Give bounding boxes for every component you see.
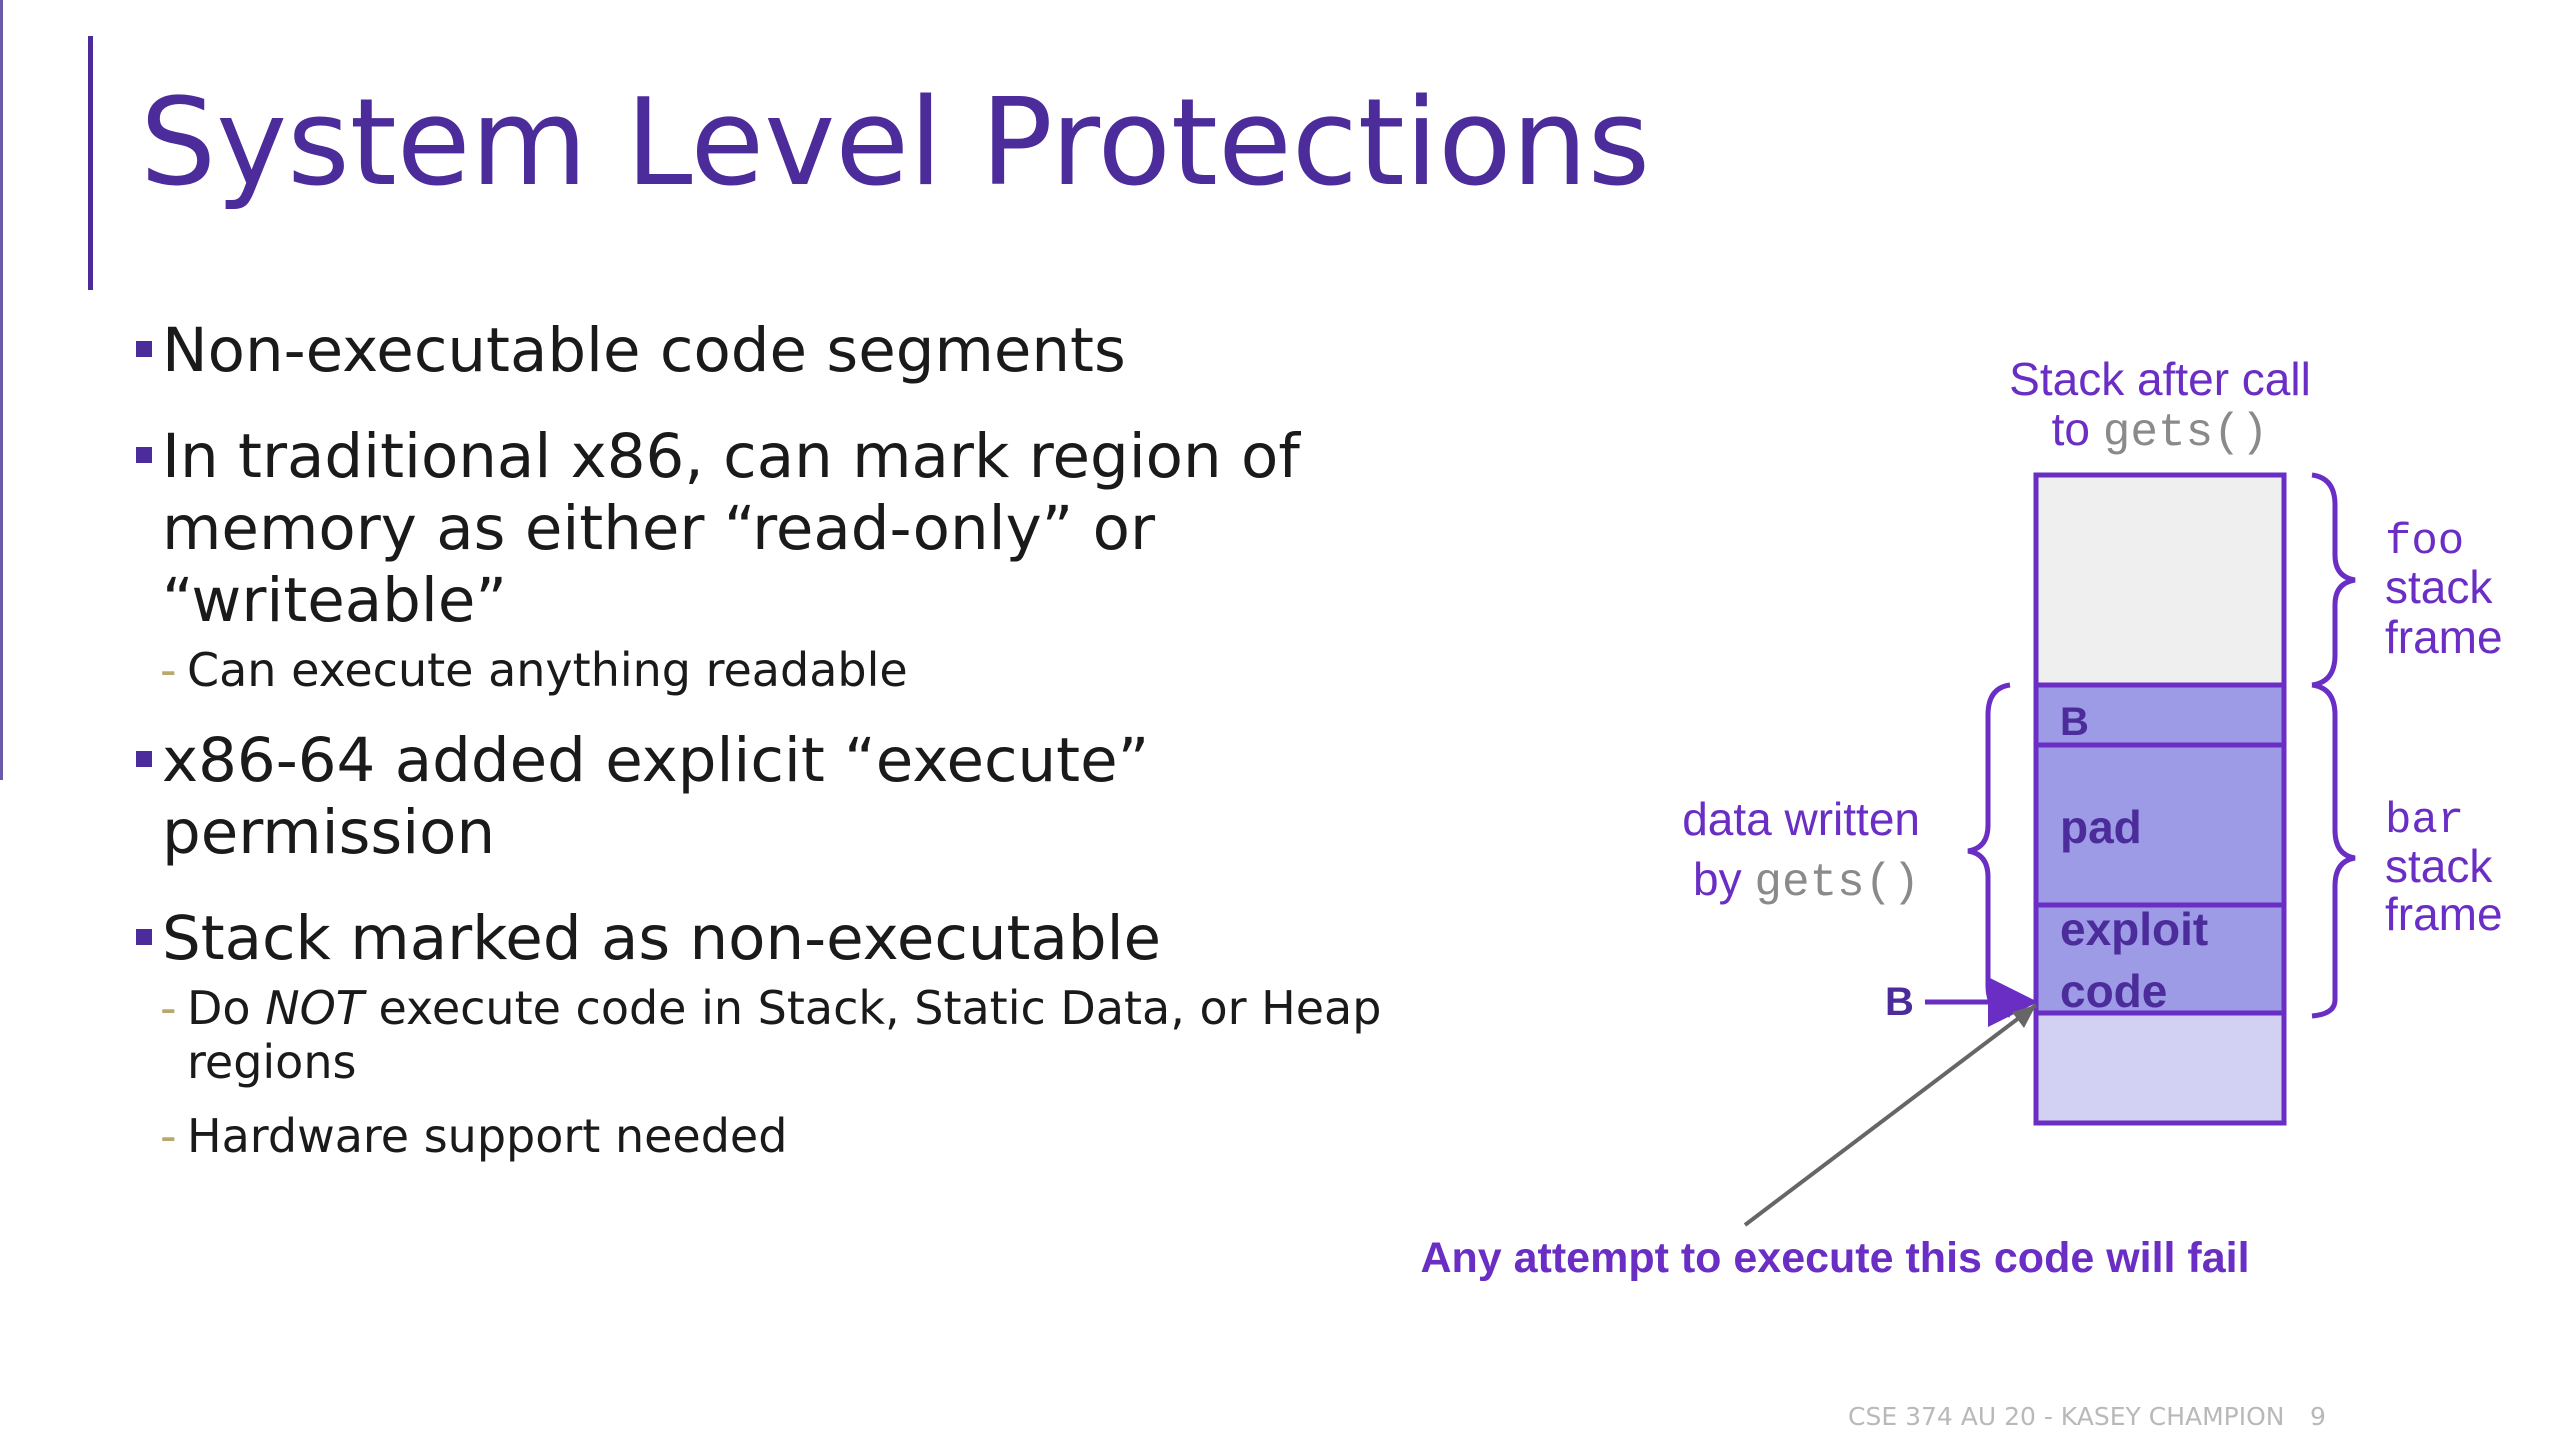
sub-bullet-4-1: - Do NOT execute code in Stack, Static D… [160, 981, 1382, 1089]
label-bar-stack: stack [2385, 840, 2493, 892]
dash-icon: - [160, 1109, 177, 1163]
bullet-4: Stack marked as non-executable [132, 903, 1432, 975]
label-bar-frame: frame [2385, 888, 2503, 940]
brace-data-written [1967, 682, 2011, 1018]
brace-bar [2311, 682, 2356, 1019]
stack-block-bottom [2033, 1010, 2287, 1126]
diagram-heading-line1: Stack after call [2009, 353, 2311, 405]
label-bar: bar [2385, 796, 2464, 846]
bullet-square-icon [136, 341, 152, 357]
caption-arrow-head [2012, 1005, 2036, 1028]
bullet-list: Non-executable code segments In traditio… [132, 315, 1432, 1163]
caption-arrow [1743, 1003, 2038, 1227]
left-edge-accent [0, 0, 3, 780]
label-foo: foo [2385, 517, 2464, 567]
label-data-written: data written [1682, 793, 1920, 845]
block-label-pad: pad [2060, 801, 2142, 853]
stack-block-b [2033, 682, 2287, 748]
diagram-caption: Any attempt to execute this code will fa… [1420, 1234, 2249, 1282]
stack-block-foo [2033, 472, 2287, 688]
label-foo-frame: frame [2385, 611, 2503, 663]
sub-bullet-4-2: - Hardware support needed [160, 1109, 788, 1163]
block-label-exploit: exploit [2060, 903, 2208, 955]
bullet-square-icon [136, 447, 152, 463]
title-accent-bar [88, 36, 93, 290]
slide-title: System Level Protections [140, 74, 1651, 213]
dash-icon: - [160, 643, 177, 697]
bullet-1: Non-executable code segments [132, 315, 1432, 387]
block-label-b: B [2060, 700, 2089, 744]
bullet-square-icon [136, 751, 152, 767]
label-foo-stack: stack [2385, 561, 2493, 613]
stack-block-pad [2033, 742, 2287, 908]
bullet-2: In traditional x86, can mark region of m… [132, 421, 1432, 637]
dash-icon: - [160, 981, 177, 1035]
pointer-label-b: B [1885, 980, 1914, 1024]
bullet-square-icon [136, 929, 152, 945]
diagram-heading-line2: to gets() [2052, 403, 2269, 459]
stack-block-exploit [2033, 902, 2287, 1016]
page-number: 9 [2310, 1402, 2326, 1431]
slide-footer: CSE 374 AU 20 - KASEY CHAMPION [1848, 1402, 2285, 1431]
brace-foo [2311, 472, 2356, 688]
sub-bullet-2-1: - Can execute anything readable [160, 643, 908, 697]
block-label-code: code [2060, 965, 2167, 1017]
bullet-3: x86-64 added explicit “execute” permissi… [132, 725, 1432, 869]
label-by-gets: by gets() [1693, 853, 1920, 909]
